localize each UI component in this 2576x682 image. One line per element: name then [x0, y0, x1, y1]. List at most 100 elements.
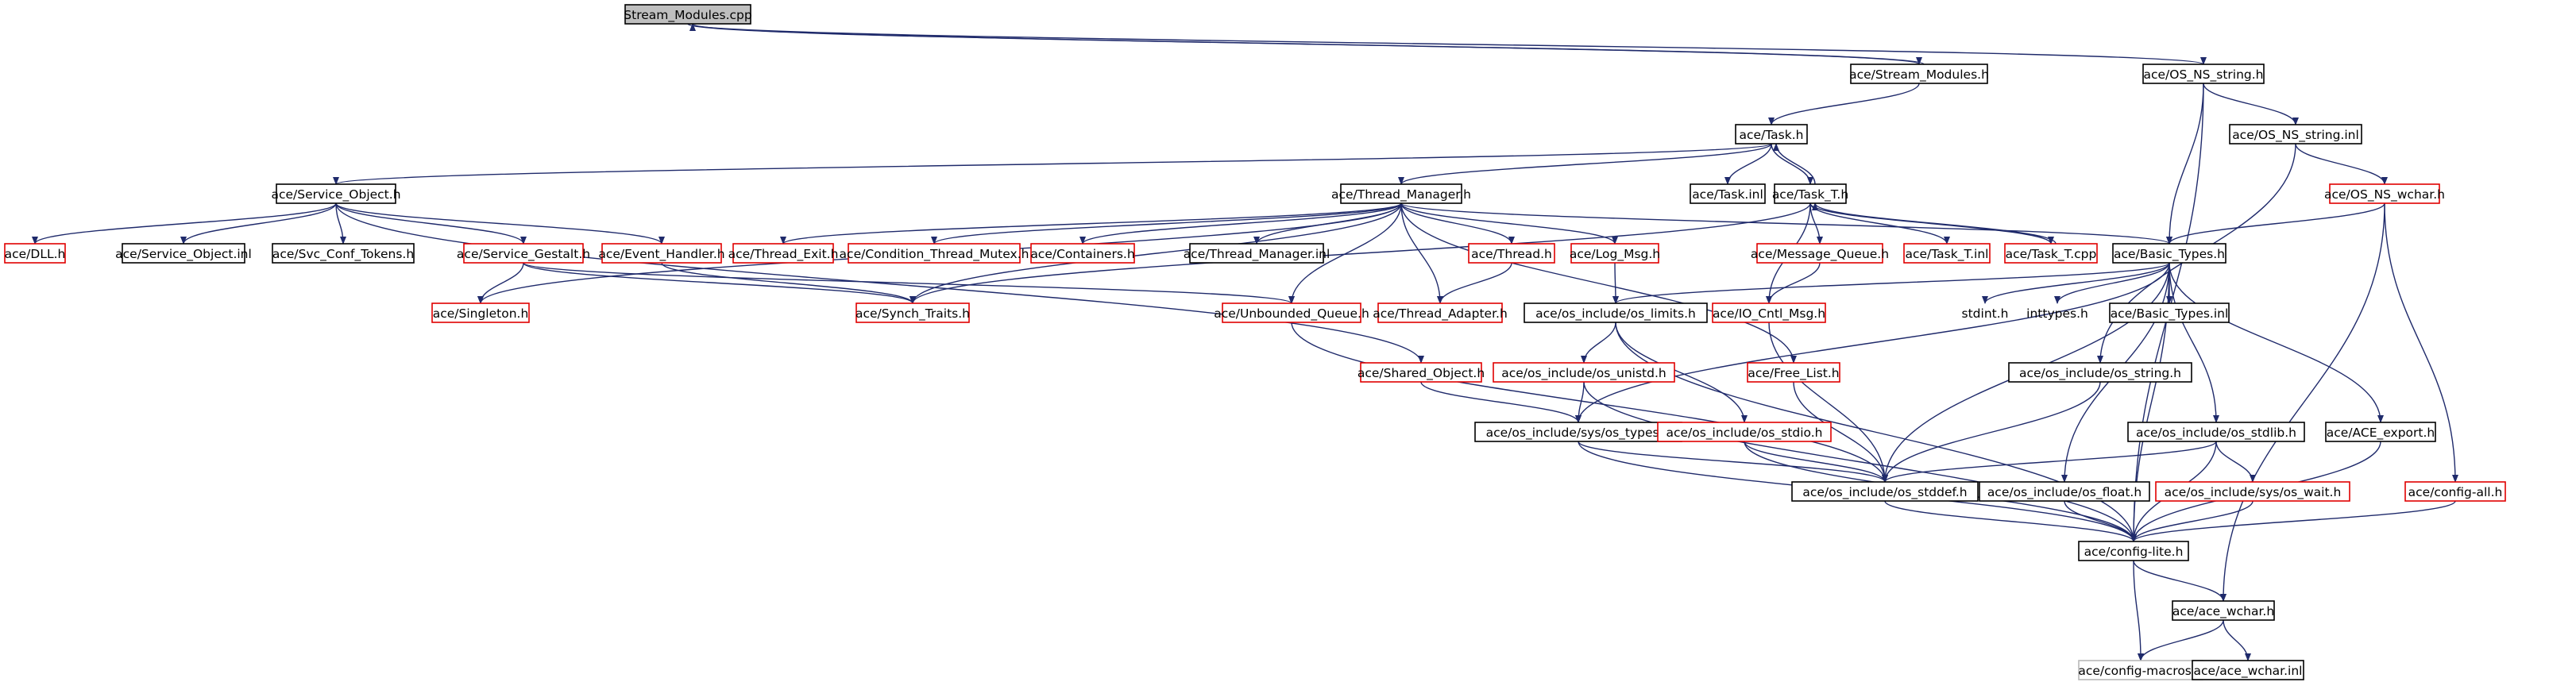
edge-free-list-h-to-os-stddef-h: [1793, 381, 1888, 483]
node-thread-exit-h[interactable]: ace/Thread_Exit.h: [728, 243, 839, 264]
node-log-msg-h[interactable]: ace/Log_Msg.h: [1570, 243, 1660, 264]
node-os-ns-string-inl[interactable]: ace/OS_NS_string.inl: [2229, 124, 2362, 144]
node-box: [463, 243, 584, 264]
node-ace-export-h[interactable]: ace/ACE_export.h: [2325, 422, 2436, 442]
edge-service-object-h-to-shared-object-h: [335, 202, 1424, 364]
node-box: [1903, 243, 1991, 264]
node-os-limits-h[interactable]: ace/os_include/os_limits.h: [1524, 302, 1708, 323]
node-box: [1747, 362, 1840, 383]
node-synch-traits-h[interactable]: ace/Synch_Traits.h: [855, 302, 970, 323]
node-sys-os-types-h[interactable]: ace/os_include/sys/os_types.h: [1474, 422, 1682, 442]
node-service-object-inl[interactable]: ace/Service_Object.inl: [115, 243, 252, 264]
edge-os-stdlib-h-to-sys-os-wait-h: [2215, 441, 2256, 483]
node-box: [2404, 481, 2506, 502]
node-label: ace/config-lite.h: [2084, 545, 2184, 559]
node-task-inl[interactable]: ace/Task.inl: [1690, 183, 1766, 204]
node-task-t-inl[interactable]: ace/Task_T.inl: [1903, 243, 1991, 264]
node-label: ace/Task_T.cpp: [2006, 247, 2097, 262]
node-ace-wchar-inl[interactable]: ace/ace_wchar.inl: [2192, 660, 2304, 680]
edge-task-t-cpp-to-task-t-h: [1812, 202, 2057, 245]
node-thread-manager-inl[interactable]: ace/Thread_Manager.inl: [1184, 243, 1330, 264]
edge-config-all-h-to-config-lite-h: [2130, 500, 2456, 542]
node-config-all-h[interactable]: ace/config-all.h: [2404, 481, 2506, 502]
node-task-t-cpp[interactable]: ace/Task_T.cpp: [2004, 243, 2098, 264]
edge-event-handler-h-to-synch-traits-h: [661, 262, 916, 304]
edge-task-h-to-thread-manager-h: [1398, 143, 1772, 185]
node-os-unistd-h[interactable]: ace/os_include/os_unistd.h: [1493, 362, 1675, 383]
node-ace-wchar-h[interactable]: ace/ace_wchar.h: [2172, 600, 2275, 621]
edge-task-t-h-to-task-h: [1773, 143, 1816, 185]
node-os-stdlib-h[interactable]: ace/os_include/os_stdlib.h: [2127, 422, 2305, 442]
edge-os-stddef-h-to-config-lite-h: [1884, 500, 2137, 542]
edge-basic-types-h-to-os-limits-h: [1612, 262, 2170, 304]
node-os-float-h[interactable]: ace/os_include/os_float.h: [1979, 481, 2150, 502]
node-basic-types-inl[interactable]: ace/Basic_Types.inl: [2109, 302, 2230, 323]
node-box: [1340, 183, 1462, 204]
node-io-cntl-msg-h[interactable]: ace/IO_Cntl_Msg.h: [1712, 302, 1826, 323]
node-label: ace/Thread_Exit.h: [728, 247, 839, 262]
node-label: ace/ACE_export.h: [2327, 426, 2435, 441]
node-dll-h[interactable]: ace/DLL.h: [4, 243, 66, 264]
node-service-gestalt-h[interactable]: ace/Service_Gestalt.h: [457, 243, 590, 264]
edge-os-string-h-to-os-stddef-h: [1882, 381, 2101, 483]
node-os-stdio-h[interactable]: ace/os_include/os_stdio.h: [1657, 422, 1832, 442]
node-shared-object-h[interactable]: ace/Shared_Object.h: [1358, 362, 1485, 383]
node-label: ace/IO_Cntl_Msg.h: [1713, 306, 1825, 322]
edges-layer: [32, 23, 2458, 661]
node-box: [2004, 243, 2098, 264]
node-config-lite-h[interactable]: ace/config-lite.h: [2078, 541, 2189, 561]
node-free-list-h[interactable]: ace/Free_List.h: [1747, 362, 1840, 383]
edge-stream-modules-h-to-task-h: [1768, 83, 1920, 125]
node-root[interactable]: Stream_Modules.cpp: [624, 4, 752, 25]
node-label: ace/Basic_Types.inl: [2111, 306, 2229, 322]
node-os-string-h[interactable]: ace/os_include/os_string.h: [2008, 362, 2192, 383]
node-thread-adapter-h[interactable]: ace/Thread_Adapter.h: [1373, 302, 1508, 323]
node-label: ace/os_include/os_stddef.h: [1802, 485, 1967, 500]
edge-thread-manager-h-to-thread-adapter-h: [1400, 202, 1443, 304]
edge-unbounded-queue-h-to-os-stddef-h: [1291, 322, 1888, 483]
node-message-queue-h[interactable]: ace/Message_Queue.h: [1751, 243, 1889, 264]
node-label: ace/Containers.h: [1030, 247, 1134, 261]
node-task-h[interactable]: ace/Task.h: [1735, 124, 1808, 144]
node-box: [732, 243, 834, 264]
node-task-t-h[interactable]: ace/Task_T.h: [1772, 183, 1848, 204]
node-containers-h[interactable]: ace/Containers.h: [1030, 243, 1135, 264]
edge-thread-manager-h-to-thread-exit-h: [780, 202, 1402, 245]
edge-service-object-h-to-dll-h: [32, 202, 337, 245]
node-service-object-h[interactable]: ace/Service_Object.h: [271, 183, 401, 204]
node-stream-modules-h[interactable]: ace/Stream_Modules.h: [1849, 64, 1989, 84]
node-sys-os-wait-h[interactable]: ace/os_include/sys/os_wait.h: [2155, 481, 2350, 502]
node-os-stddef-h[interactable]: ace/os_include/os_stddef.h: [1791, 481, 1979, 502]
edge-os-limits-h-to-os-unistd-h: [1581, 322, 1616, 364]
edge-os-stdio-h-to-os-stddef-h: [1744, 441, 1888, 483]
node-thread-manager-h[interactable]: ace/Thread_Manager.h: [1331, 183, 1471, 204]
node-box: [624, 4, 751, 25]
node-label: ace/Unbounded_Queue.h: [1214, 306, 1369, 322]
edge-thread-manager-h-to-basic-types-h: [1400, 202, 2172, 245]
node-stdint-h[interactable]: stdint.h: [1962, 306, 2009, 321]
node-label: ace/Basic_Types.h: [2114, 247, 2225, 262]
edge-service-object-h-to-event-handler-h: [335, 202, 665, 245]
node-config-macros-h[interactable]: ace/config-macros.h: [2078, 660, 2203, 680]
node-basic-types-h[interactable]: ace/Basic_Types.h: [2112, 243, 2226, 264]
edge-os-ns-string-inl-to-os-ns-wchar-h: [2295, 143, 2388, 185]
node-label: ace/Synch_Traits.h: [855, 306, 970, 322]
node-box: [1712, 302, 1826, 323]
node-svc-conf-tokens-h[interactable]: ace/Svc_Conf_Tokens.h: [272, 243, 415, 264]
node-unbounded-queue-h[interactable]: ace/Unbounded_Queue.h: [1214, 302, 1369, 323]
node-os-ns-string-h[interactable]: ace/OS_NS_string.h: [2142, 64, 2265, 84]
node-event-handler-h[interactable]: ace/Event_Handler.h: [598, 243, 725, 264]
node-thread-h[interactable]: ace/Thread.h: [1468, 243, 1555, 264]
node-condition-thread-mutex-h[interactable]: ace/Condition_Thread_Mutex.h: [840, 243, 1029, 264]
node-os-ns-wchar-h[interactable]: ace/OS_NS_wchar.h: [2324, 183, 2445, 204]
node-label: inttypes.h: [2026, 306, 2088, 321]
node-singleton-h[interactable]: ace/Singleton.h: [431, 302, 530, 323]
edge-os-ns-string-h-to-basic-types-h: [2166, 83, 2204, 245]
node-inttypes-h[interactable]: inttypes.h: [2026, 306, 2088, 321]
node-box: [1570, 243, 1659, 264]
edge-os-limits-h-to-config-lite-h: [1615, 322, 2137, 542]
node-box: [2325, 422, 2436, 442]
edge-service-gestalt-h-to-synch-traits-h: [523, 262, 916, 304]
edge-config-lite-h-to-config-macros-h: [2133, 560, 2144, 661]
node-label: ace/Thread.h: [1471, 247, 1552, 261]
